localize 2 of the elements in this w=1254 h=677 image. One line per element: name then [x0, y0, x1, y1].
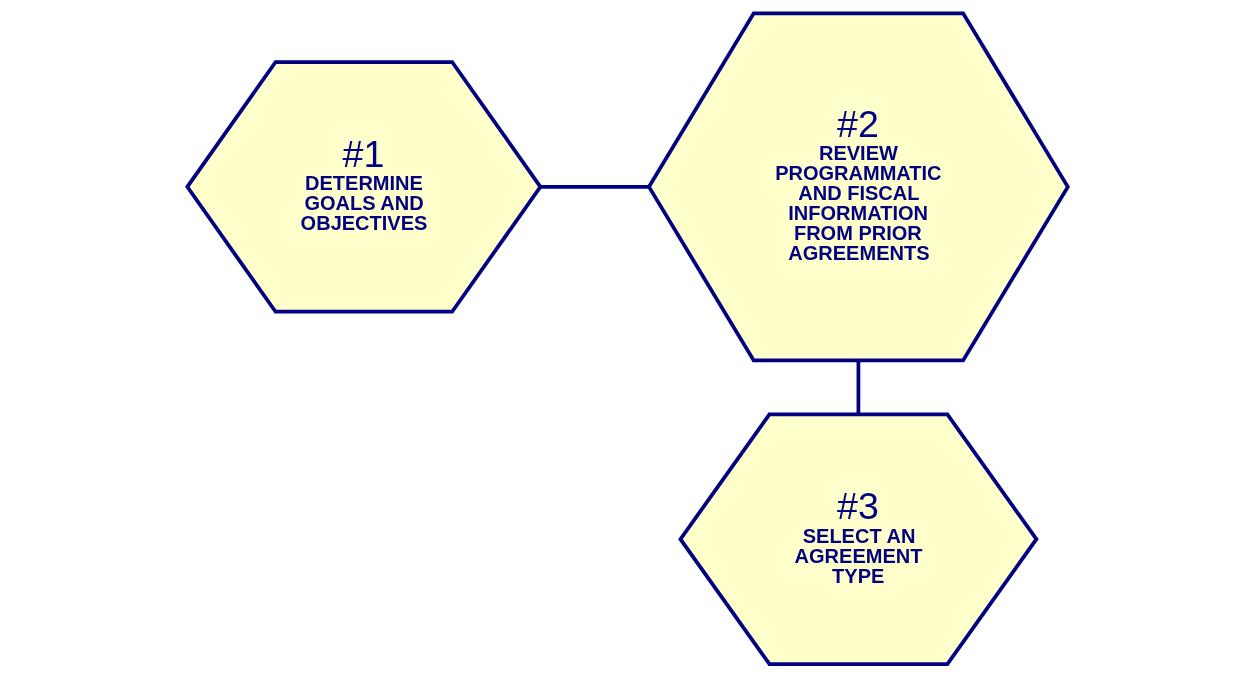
- connector: [540, 185, 649, 189]
- connector: [856, 360, 860, 415]
